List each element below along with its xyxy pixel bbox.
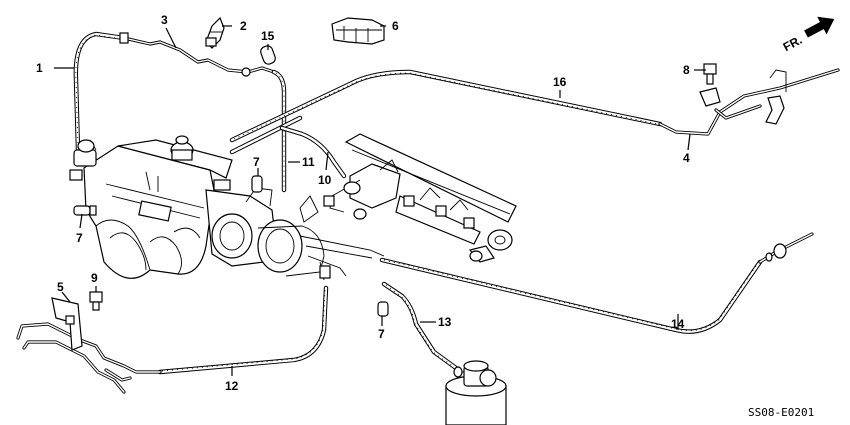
callout-13: 13	[438, 315, 452, 329]
bolt-part-9	[89, 291, 103, 311]
hose-part-16	[229, 69, 663, 155]
holder-part-6	[331, 17, 385, 45]
callout-numbers: 1 2 3 4 5 6 7 7 7 8 9 10 11 12 13 14 15 …	[36, 13, 690, 393]
tube-part-5	[16, 297, 162, 394]
front-label: FR.	[781, 33, 805, 54]
callout-7b: 7	[253, 155, 260, 169]
callout-3: 3	[161, 13, 168, 27]
callout-16: 16	[553, 75, 567, 89]
callout-7a: 7	[76, 231, 83, 245]
callout-9: 9	[91, 271, 98, 285]
callout-10: 10	[318, 173, 332, 187]
hose-part-10	[279, 125, 347, 179]
fuel-rail	[323, 133, 517, 263]
diagram-code: SS08-E0201	[748, 406, 814, 419]
callout-6: 6	[392, 19, 399, 33]
callout-8: 8	[683, 63, 690, 77]
plug-part-7a	[73, 205, 97, 216]
callout-11: 11	[302, 155, 315, 169]
front-arrow-icon	[804, 16, 835, 38]
callout-4: 4	[683, 151, 690, 165]
hose-part-15	[260, 45, 276, 65]
callout-1: 1	[36, 61, 43, 75]
plug-part-7c	[377, 301, 389, 317]
front-direction-indicator: FR.	[781, 16, 835, 54]
callout-15: 15	[261, 29, 275, 43]
hose-part-12	[157, 285, 329, 375]
clamp-part-2	[205, 16, 225, 49]
callout-7c: 7	[378, 327, 385, 341]
bolt-part-8	[703, 63, 717, 85]
callout-2: 2	[240, 19, 247, 33]
plug-part-7b	[251, 175, 263, 193]
callout-5: 5	[57, 280, 64, 294]
tube-part-4	[658, 68, 840, 136]
callout-12: 12	[225, 379, 239, 393]
hose-part-14	[379, 232, 814, 334]
hose-part-11	[271, 69, 287, 193]
hose-part-1	[73, 31, 127, 153]
hose-part-13	[381, 281, 459, 371]
callout-14: 14	[671, 317, 685, 331]
leader-lines	[54, 25, 706, 376]
canister	[445, 360, 507, 425]
intake-manifold	[69, 135, 385, 281]
tube-part-3	[119, 32, 276, 77]
